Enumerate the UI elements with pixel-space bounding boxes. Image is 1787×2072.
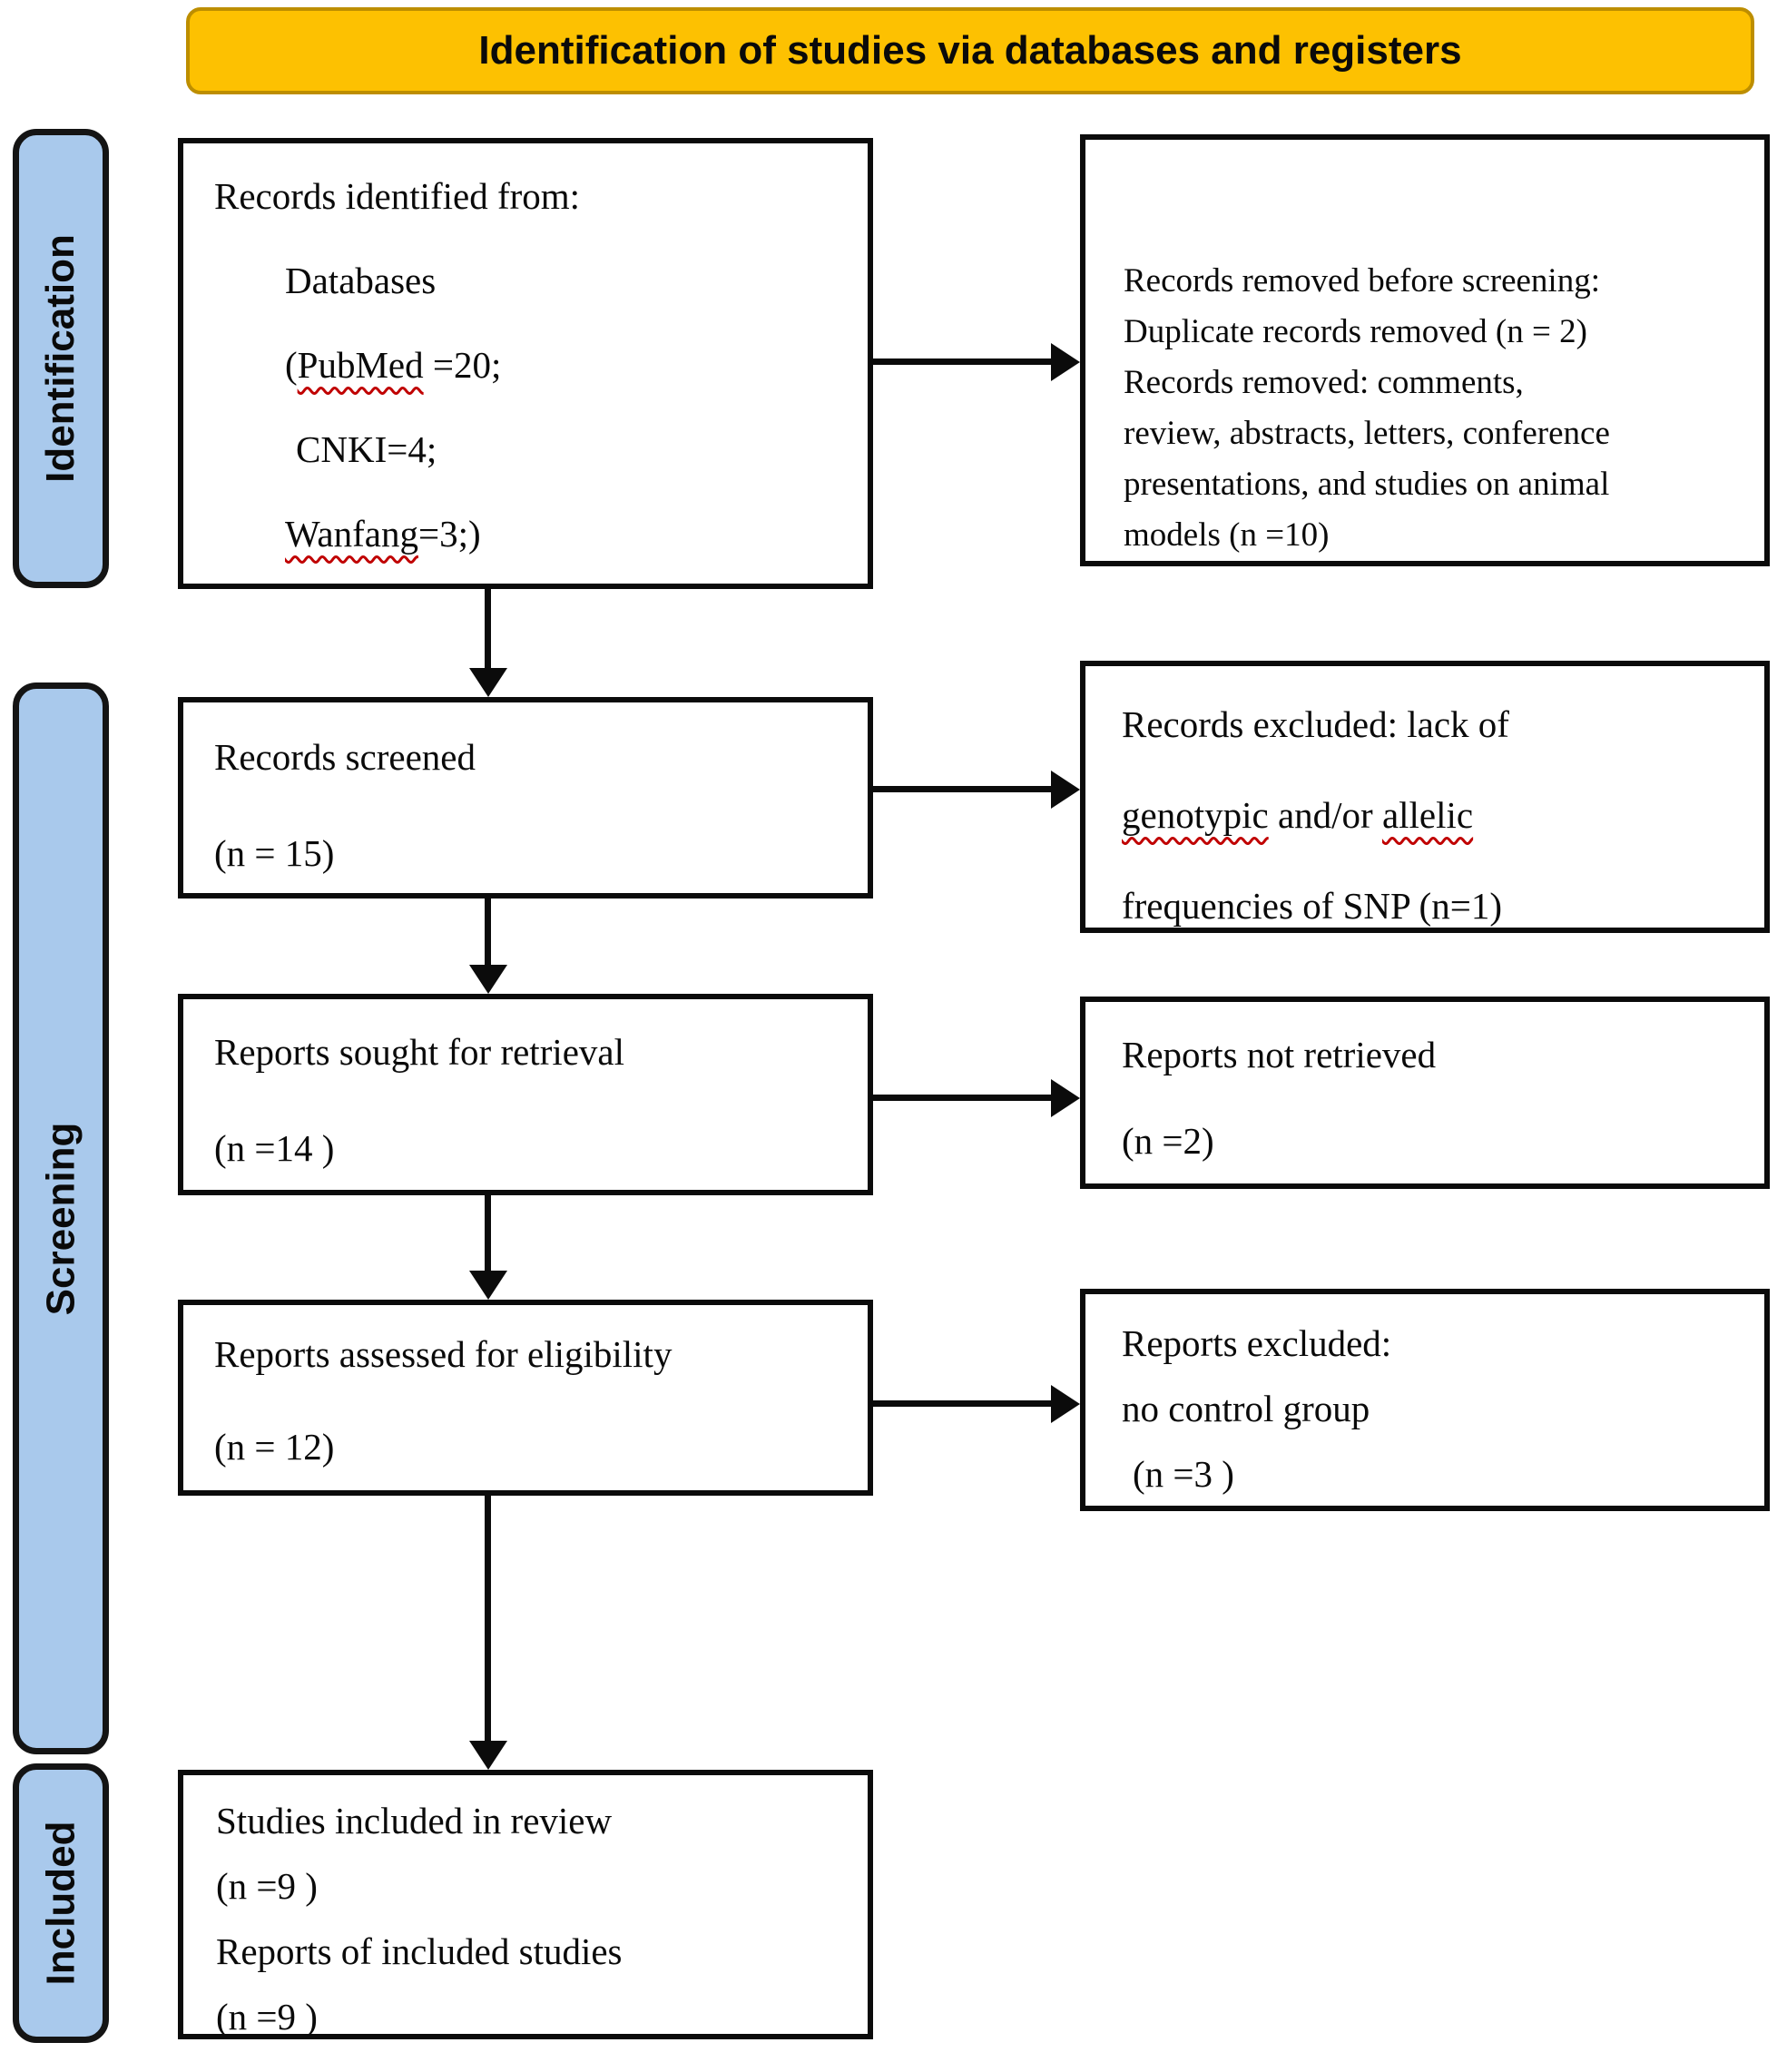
box-records-screened: Records screened (n = 15): [178, 697, 873, 899]
arrow-assessed-to-included: [485, 1496, 491, 1743]
arrow-sought-to-not-retrieved: [873, 1095, 1053, 1101]
studies-included-title: Studies included in review: [216, 1800, 613, 1841]
arrow-screened-to-sought: [485, 899, 491, 967]
reports-not-retrieved-title: Reports not retrieved: [1122, 1034, 1437, 1075]
reports-included-count: (n =9 ): [216, 1996, 318, 2038]
allelic-word: allelic: [1381, 794, 1474, 836]
pubmed-open-paren: (: [285, 344, 298, 386]
stage-label-included-text: Included: [38, 1821, 83, 1986]
box-reports-excluded: Reports excluded: no control group (n =3…: [1080, 1289, 1770, 1511]
records-identified-title: Records identified from:: [214, 175, 581, 217]
reports-excluded-count: (n =3 ): [1133, 1453, 1234, 1495]
andor-text: and/or: [1268, 794, 1382, 836]
records-excluded-line1: Records excluded: lack of: [1122, 703, 1509, 745]
pubmed-word: PubMed: [297, 344, 424, 386]
records-identified-cnki: CNKI=4;: [296, 428, 437, 470]
wanfang-word: Wanfang: [285, 513, 418, 555]
wanfang-count: =3;): [417, 513, 481, 555]
reports-sought-count: (n =14 ): [214, 1127, 335, 1169]
records-excluded-line3: frequencies of SNP (n=1): [1122, 885, 1502, 927]
reports-included-title: Reports of included studies: [216, 1930, 623, 1972]
records-removed-line4: review, abstracts, letters, conference: [1124, 415, 1610, 452]
stage-label-screening-text: Screening: [38, 1122, 83, 1315]
reports-not-retrieved-count: (n =2): [1122, 1120, 1214, 1162]
stage-label-screening: Screening: [13, 682, 109, 1754]
reports-excluded-reason: no control group: [1122, 1388, 1370, 1429]
records-identified-wanfang: Wanfang=3;): [285, 512, 851, 555]
banner-title: Identification of studies via databases …: [186, 7, 1754, 94]
records-removed-line5: presentations, and studies on animal: [1124, 466, 1610, 503]
records-excluded-line2: genotypic and/or allelic: [1122, 793, 1742, 837]
arrow-identified-to-screened: [485, 589, 491, 670]
reports-assessed-count: (n = 12): [214, 1426, 335, 1468]
arrow-screened-to-excluded: [873, 786, 1053, 792]
stage-label-identification: Identification: [13, 129, 109, 588]
arrow-assessed-to-reports-excluded: [873, 1400, 1053, 1407]
box-reports-sought: Reports sought for retrieval (n =14 ): [178, 994, 873, 1195]
box-reports-not-retrieved: Reports not retrieved (n =2): [1080, 997, 1770, 1189]
reports-assessed-title: Reports assessed for eligibility: [214, 1333, 673, 1375]
reports-excluded-title: Reports excluded:: [1122, 1322, 1392, 1364]
records-identified-databases: Databases: [285, 260, 437, 301]
records-removed-line3: Records removed: comments,: [1124, 364, 1524, 401]
records-screened-title: Records screened: [214, 736, 476, 778]
arrow-sought-to-assessed: [485, 1195, 491, 1272]
records-removed-line2: Duplicate records removed (n = 2): [1124, 313, 1587, 350]
arrow-identified-to-removed: [873, 358, 1053, 365]
box-records-identified: Records identified from: Databases (PubM…: [178, 138, 873, 589]
pubmed-count: =20;: [423, 344, 502, 386]
banner-title-text: Identification of studies via databases …: [478, 28, 1462, 73]
box-records-excluded: Records excluded: lack of genotypic and/…: [1080, 661, 1770, 933]
records-identified-pubmed: (PubMed =20;: [285, 343, 851, 387]
box-studies-included: Studies included in review (n =9 ) Repor…: [178, 1770, 873, 2039]
records-removed-line6: models (n =10): [1124, 516, 1330, 554]
reports-sought-title: Reports sought for retrieval: [214, 1031, 625, 1073]
box-records-removed: Records removed before screening: Duplic…: [1080, 134, 1770, 566]
studies-included-count: (n =9 ): [216, 1865, 318, 1907]
stage-label-identification-text: Identification: [38, 234, 83, 483]
box-reports-assessed: Reports assessed for eligibility (n = 12…: [178, 1300, 873, 1496]
stage-label-included: Included: [13, 1763, 109, 2043]
records-removed-line1: Records removed before screening:: [1124, 262, 1600, 300]
genotypic-word: genotypic: [1122, 794, 1269, 836]
records-screened-count: (n = 15): [214, 832, 335, 874]
